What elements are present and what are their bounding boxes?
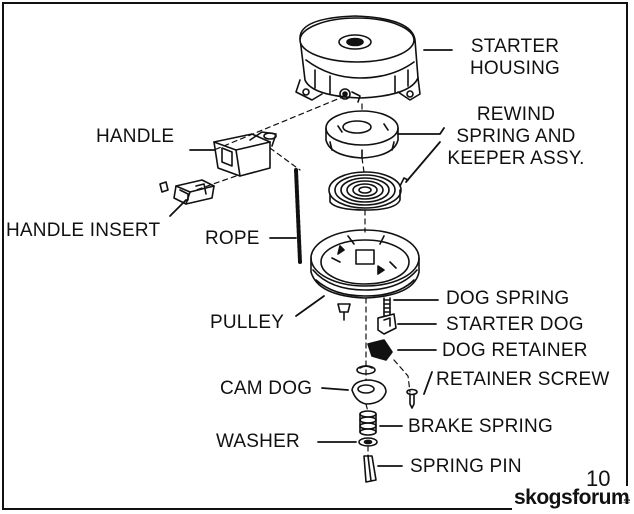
watermark-tld: .se: [622, 498, 630, 505]
rewind-spring-part: [328, 171, 409, 211]
handle-insert-part: [159, 179, 215, 205]
spring-pin-part: [363, 455, 377, 483]
label-starter-housing-text: STARTER HOUSING: [469, 36, 561, 79]
rope-part: [294, 168, 302, 264]
washer-part: [358, 437, 378, 447]
label-washer: WASHER: [216, 431, 300, 452]
label-cam-dog: CAM DOG: [220, 378, 313, 399]
label-retainer-screw: RETAINER SCREW: [436, 369, 610, 390]
watermark-text: skogsforum: [514, 486, 630, 509]
rewind-keeper-part: [325, 110, 399, 159]
label-rewind-spring: REWIND SPRING AND KEEPER ASSY.: [442, 104, 590, 170]
retainer-screw-part: [406, 388, 418, 409]
starter-housing-part: [295, 15, 421, 103]
label-dog-spring: DOG SPRING: [446, 288, 570, 309]
label-handle: HANDLE: [96, 126, 175, 147]
label-pulley: PULLEY: [210, 312, 285, 333]
diagram-border: [2, 2, 628, 510]
handle-part: [213, 131, 277, 177]
label-rewind-spring-text: REWIND SPRING AND KEEPER ASSY.: [447, 104, 585, 169]
label-handle-insert: HANDLE INSERT: [6, 220, 161, 241]
label-brake-spring: BRAKE SPRING: [408, 416, 553, 437]
dog-retainer-part: [367, 339, 393, 361]
watermark-logo: skogsforum .se: [512, 486, 632, 510]
label-spring-pin: SPRING PIN: [410, 456, 522, 477]
label-dog-retainer: DOG RETAINER: [442, 340, 588, 361]
starter-dog-part: [377, 313, 397, 335]
label-starter-housing: STARTER HOUSING: [462, 36, 568, 80]
cam-dog-part: [351, 365, 387, 405]
pulley-part: [310, 229, 420, 299]
pulley-hub-screw: [337, 303, 351, 321]
label-rope: ROPE: [205, 228, 260, 249]
leader-lines: [169, 49, 453, 467]
label-starter-dog: STARTER DOG: [446, 314, 584, 335]
brake-spring-part: [359, 410, 377, 436]
assembly-guide-lines: [195, 95, 411, 457]
